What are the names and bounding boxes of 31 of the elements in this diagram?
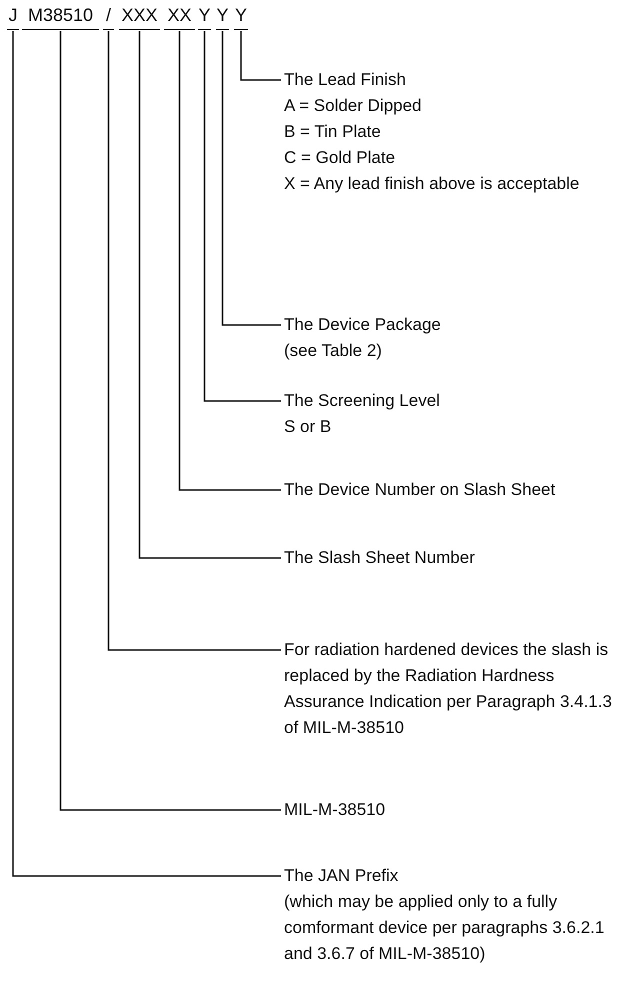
description-heading: The Slash Sheet Number xyxy=(284,547,476,569)
description-text: X = Any lead finish above is acceptable xyxy=(284,173,580,195)
description-text: (which may be applied only to a fully comformant device per paragraphs 3.6.2.1 and 3.6.7 of MIL-M-38510) xyxy=(284,891,606,965)
description-heading: The Screening Level xyxy=(284,390,441,412)
description-heading: The Device Package xyxy=(284,314,442,336)
code-segment: XX xyxy=(164,2,195,30)
description-heading: The JAN Prefix xyxy=(284,865,400,887)
description-text: B = Tin Plate xyxy=(284,121,382,143)
description-heading: The Device Number on Slash Sheet xyxy=(284,479,556,501)
code-segment: Y xyxy=(216,2,229,30)
description-heading: MIL-M-38510 xyxy=(284,799,386,821)
description-text: A = Solder Dipped xyxy=(284,95,423,117)
leader-line xyxy=(204,31,281,402)
leader-line xyxy=(108,31,281,651)
leader-line xyxy=(240,31,281,81)
code-segment: M38510 xyxy=(22,2,99,30)
code-segment: XXX xyxy=(119,2,160,30)
leader-line xyxy=(178,31,281,491)
leader-line xyxy=(60,31,281,811)
code-segment: J xyxy=(7,2,19,30)
code-segment: Y xyxy=(234,2,248,30)
leader-line xyxy=(222,31,281,326)
description-text: C = Gold Plate xyxy=(284,147,396,169)
description-heading: For radiation hardened devices the slash is replaced by the Radiation Hardness Assurance Indication per Paragraph 3.4.1.3 of MIL-M-38510 xyxy=(284,639,613,739)
leader-line xyxy=(138,31,281,559)
description-text: S or B xyxy=(284,416,332,438)
code-segment: / xyxy=(103,2,114,30)
description-heading: The Lead Finish xyxy=(284,69,407,91)
code-segment: Y xyxy=(198,2,211,30)
description-text: (see Table 2) xyxy=(284,340,383,362)
leader-line xyxy=(12,31,281,877)
